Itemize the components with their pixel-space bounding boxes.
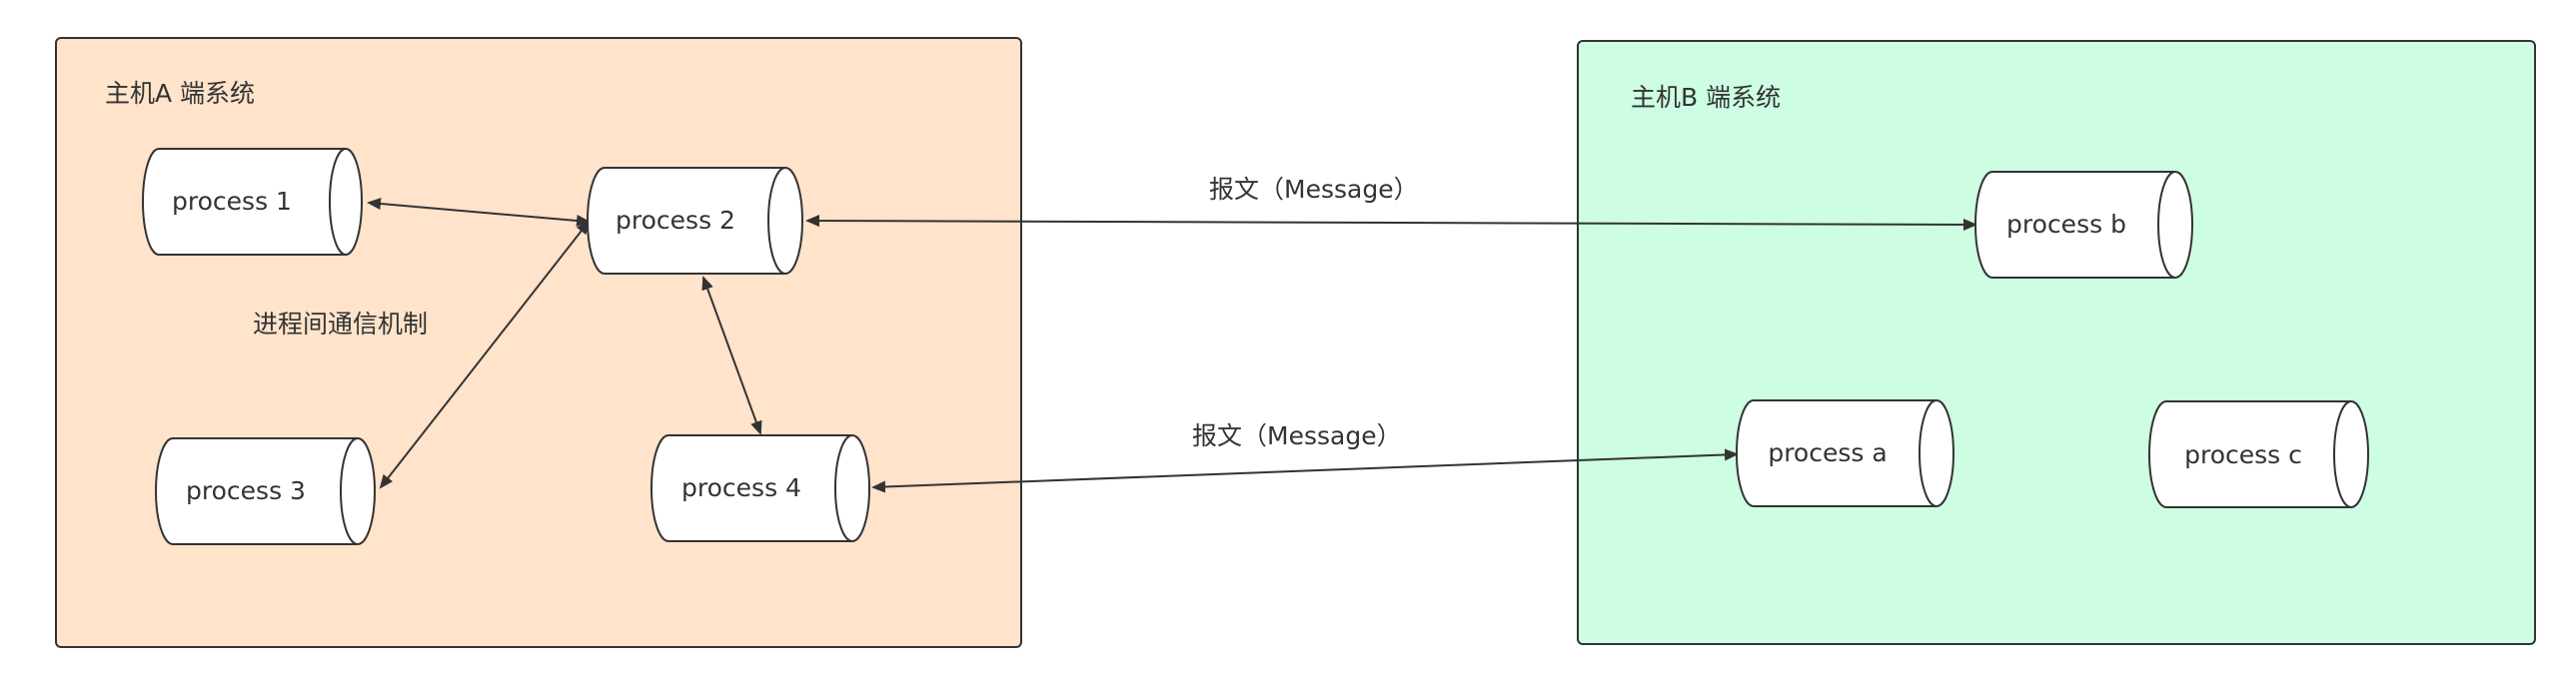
ipc-label: 进程间通信机制 bbox=[253, 310, 428, 339]
edge-p2-pb[interactable] bbox=[805, 215, 1977, 231]
process-pa[interactable]: process a bbox=[1736, 399, 1954, 507]
process-p2[interactable]: process 2 bbox=[587, 167, 803, 275]
edge-p1-p2[interactable] bbox=[367, 198, 591, 227]
process-pc[interactable]: process c bbox=[2148, 400, 2369, 508]
process-p4[interactable]: process 4 bbox=[650, 434, 870, 542]
host-a-label: 主机A 端系统 bbox=[105, 79, 255, 108]
message-label-top: 报文（Message） bbox=[1209, 175, 1419, 204]
process-pb[interactable]: process b bbox=[1974, 171, 2193, 279]
process-pc-label: process c bbox=[2184, 440, 2302, 469]
process-p3-label: process 3 bbox=[186, 476, 306, 505]
host-a-box[interactable] bbox=[55, 37, 1022, 648]
process-p3[interactable]: process 3 bbox=[155, 437, 376, 545]
edge-p2-p3[interactable] bbox=[379, 220, 591, 489]
message-label-bottom: 报文（Message） bbox=[1192, 421, 1402, 450]
process-pb-label: process b bbox=[2006, 210, 2126, 239]
process-p1[interactable]: process 1 bbox=[142, 148, 363, 256]
process-p4-label: process 4 bbox=[681, 473, 801, 502]
process-p2-label: process 2 bbox=[616, 206, 735, 235]
process-p1-label: process 1 bbox=[172, 187, 292, 216]
edge-p2-p4[interactable] bbox=[701, 276, 762, 435]
edges bbox=[367, 198, 1977, 493]
host-b-box[interactable] bbox=[1577, 40, 2536, 645]
process-pa-label: process a bbox=[1768, 438, 1887, 467]
edge-p4-pa[interactable] bbox=[871, 448, 1739, 493]
host-b-label: 主机B 端系统 bbox=[1631, 83, 1781, 112]
